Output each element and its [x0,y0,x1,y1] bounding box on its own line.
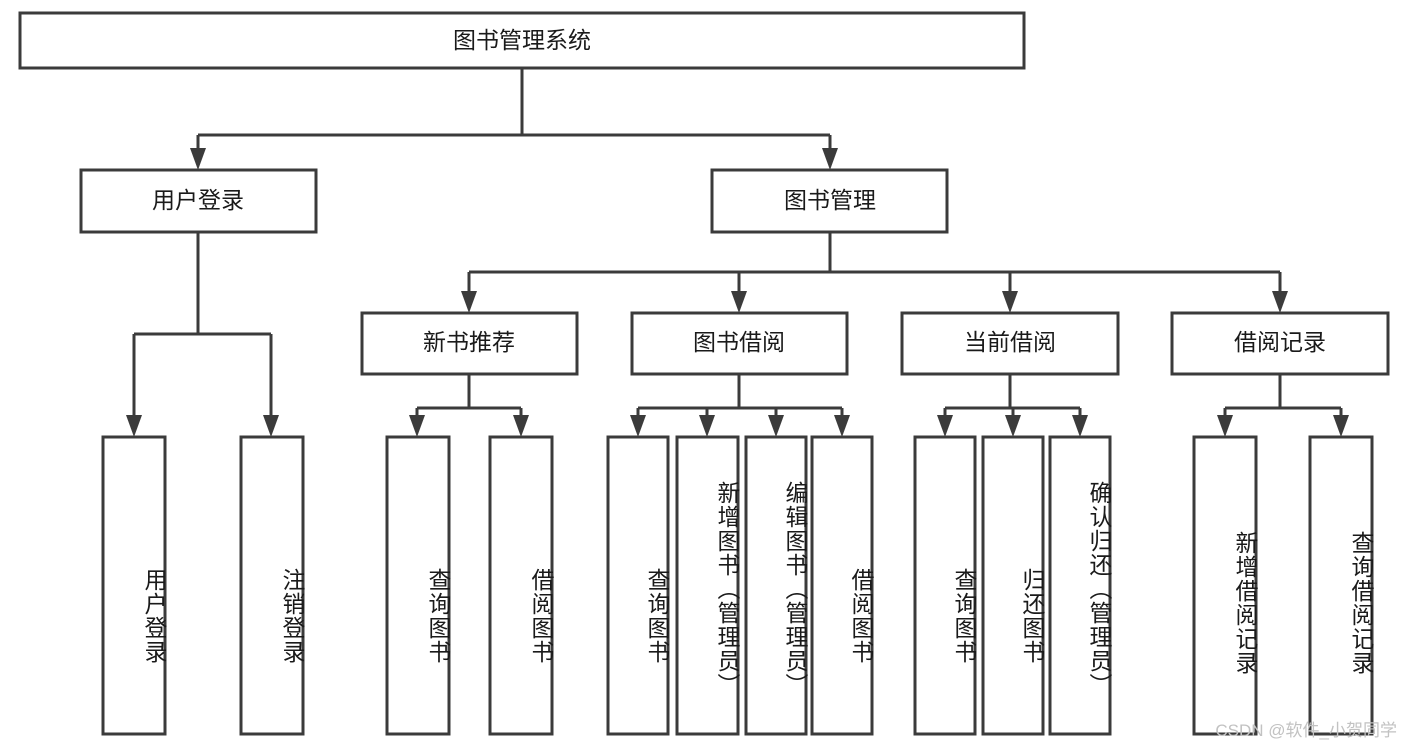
node-leaf-add-record[interactable] [1192,435,1258,736]
label-borrow-record: 借阅记录 [1234,329,1326,355]
csdn-watermark: CSDN @软件_小贺同学 [1215,721,1397,740]
node-leaf-query-book-3[interactable] [913,435,977,736]
node-leaf-user-login[interactable] [101,435,167,736]
node-leaf-add-book[interactable] [675,435,740,736]
node-leaf-borrow-book-2[interactable] [810,435,874,736]
node-borrow-record[interactable] [1170,311,1390,376]
connector-borrowrecord-to-leaves [1217,374,1349,437]
node-leaf-confirm-return[interactable] [1048,435,1112,736]
connector-root-to-level2 [190,68,838,170]
node-leaf-edit-book[interactable] [744,435,808,736]
node-leaf-logout-login[interactable] [239,435,305,736]
node-current-borrow[interactable] [900,311,1120,376]
label-book-manage: 图书管理 [784,187,876,213]
connector-bookborrow-to-leaves [630,374,850,437]
node-leaf-return-book[interactable] [981,435,1045,736]
node-root-book-management-system[interactable] [18,11,1026,70]
connector-currentborrow-to-leaves [937,374,1088,437]
connector-userlogin-to-leaves [126,232,279,437]
node-leaf-query-book-2[interactable] [606,435,670,736]
node-book-borrow[interactable] [630,311,849,376]
connector-newbook-to-leaves [409,374,529,437]
label-user-login: 用户登录 [152,187,244,213]
node-leaf-query-record[interactable] [1308,435,1374,736]
node-new-book-recommend[interactable] [360,311,579,376]
label-current-borrow: 当前借阅 [964,329,1056,355]
label-new-book-recommend: 新书推荐 [423,329,515,355]
label-book-borrow: 图书借阅 [693,329,785,355]
connector-bookmanage-to-level3 [461,232,1288,313]
node-leaf-query-book-1[interactable] [385,435,451,736]
node-book-manage[interactable] [710,168,949,234]
node-leaf-borrow-book-1[interactable] [488,435,554,736]
label-root: 图书管理系统 [453,27,591,53]
node-user-login[interactable] [79,168,318,234]
